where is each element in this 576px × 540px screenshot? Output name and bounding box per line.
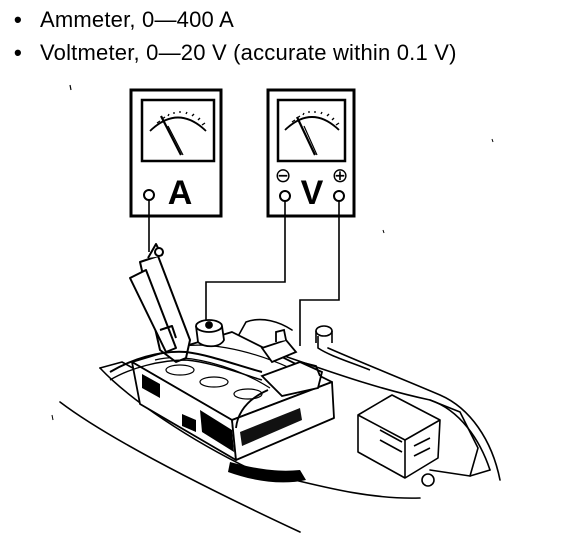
bay-front-edge — [99, 367, 253, 471]
voltmeter-positive-lead — [299, 201, 340, 346]
ammeter-needle-shadow — [167, 125, 184, 156]
battery-shadow — [228, 462, 306, 483]
voltmeter-needle — [296, 116, 316, 156]
voltmeter-scale-ticks — [286, 111, 340, 129]
hose — [315, 325, 371, 371]
ammeter-clamp — [129, 243, 191, 363]
voltmeter-dial-window — [276, 98, 347, 163]
voltmeter-letter: V — [301, 174, 324, 212]
battery-cable — [109, 350, 263, 373]
positive-terminal-icon: ⊕ — [332, 163, 349, 187]
spec-item-ammeter: • Ammeter, 0—400 A — [14, 7, 234, 33]
voltmeter-negative-terminal — [279, 190, 291, 202]
battery-shadow — [182, 414, 196, 432]
voltmeter-negative-lead — [205, 201, 286, 320]
negative-battery-post — [195, 319, 225, 348]
positive-test-clip — [235, 361, 324, 429]
spec-item-voltmeter: • Voltmeter, 0—20 V (accurate within 0.1 … — [14, 40, 457, 66]
ammeter-dial-window — [140, 98, 216, 163]
bullet-icon: • — [14, 40, 22, 65]
fender-edge-line — [59, 401, 301, 533]
voltmeter: ⊖ ⊕ V — [266, 88, 356, 218]
stray-mark — [51, 414, 54, 421]
ammeter: A — [129, 88, 223, 218]
spec-text-voltmeter: Voltmeter, 0—20 V (accurate within 0.1 V… — [40, 40, 457, 65]
bolt-icon — [421, 473, 435, 487]
bullet-icon: • — [14, 7, 22, 32]
voltmeter-positive-terminal — [333, 190, 345, 202]
ammeter-terminal — [143, 189, 155, 201]
stray-mark — [491, 138, 494, 143]
positive-battery-post — [260, 328, 298, 364]
stray-mark — [382, 229, 385, 234]
negative-terminal-icon: ⊖ — [275, 163, 292, 187]
voltmeter-needle-shadow — [303, 125, 318, 156]
ammeter-scale-ticks — [151, 111, 206, 130]
spec-text-ammeter: Ammeter, 0—400 A — [40, 7, 234, 32]
battery-cable-edge — [109, 359, 263, 381]
stray-mark — [69, 84, 72, 91]
relay-box — [357, 394, 441, 479]
ammeter-needle — [160, 115, 182, 156]
ammeter-letter: A — [168, 174, 193, 212]
